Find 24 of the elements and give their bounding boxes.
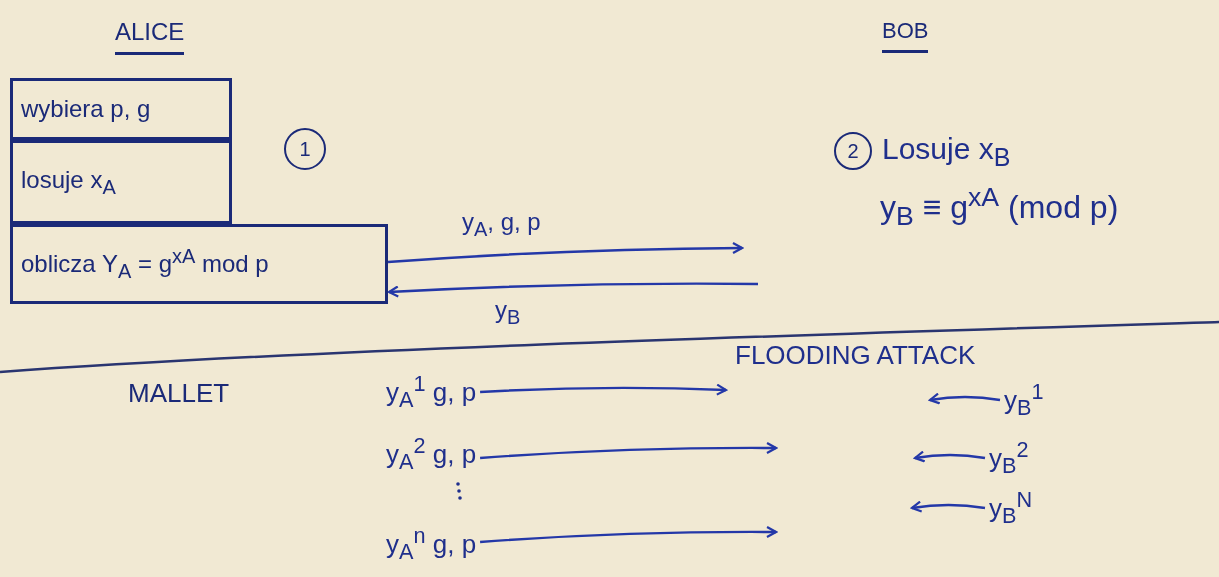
participant-heading: ALICE	[115, 18, 185, 55]
step-number-circle: 1	[284, 128, 326, 170]
edge-label: y$_{A}$, g, p	[462, 208, 541, 241]
arrow	[387, 282, 758, 298]
step-number-circle: 2	[834, 132, 872, 170]
process-box: losuje x$_{A}$	[10, 140, 232, 224]
participant-name: MALLET	[128, 378, 230, 409]
process-box: wybiera p, g	[10, 78, 232, 140]
participant-heading: BOB	[882, 18, 929, 53]
message-text: y$_{A}$$^{n}$ g, p	[382, 522, 481, 566]
arrow	[480, 383, 728, 396]
formula-text: y$_{B}$ ≡ g$^{xA}$ (mod p)	[880, 182, 1119, 233]
section-heading: FLOODING ATTACK	[735, 340, 976, 371]
arrow	[480, 525, 778, 544]
message-text: y$_{A}$$^{1}$ g, p	[382, 370, 481, 414]
arrow	[913, 450, 986, 463]
step-text: Losuje x$_{B}$	[882, 132, 1011, 172]
edge-label: y$_{B}$	[495, 296, 521, 329]
arrow	[480, 441, 778, 460]
arrow	[387, 242, 744, 264]
arrow	[910, 500, 986, 513]
arrow	[928, 392, 1001, 405]
message-text: y$_{A}$$^{2}$ g, p	[382, 432, 481, 476]
process-box: oblicza Y$_{A}$ = g$^{xA}$ mod p	[10, 224, 388, 304]
